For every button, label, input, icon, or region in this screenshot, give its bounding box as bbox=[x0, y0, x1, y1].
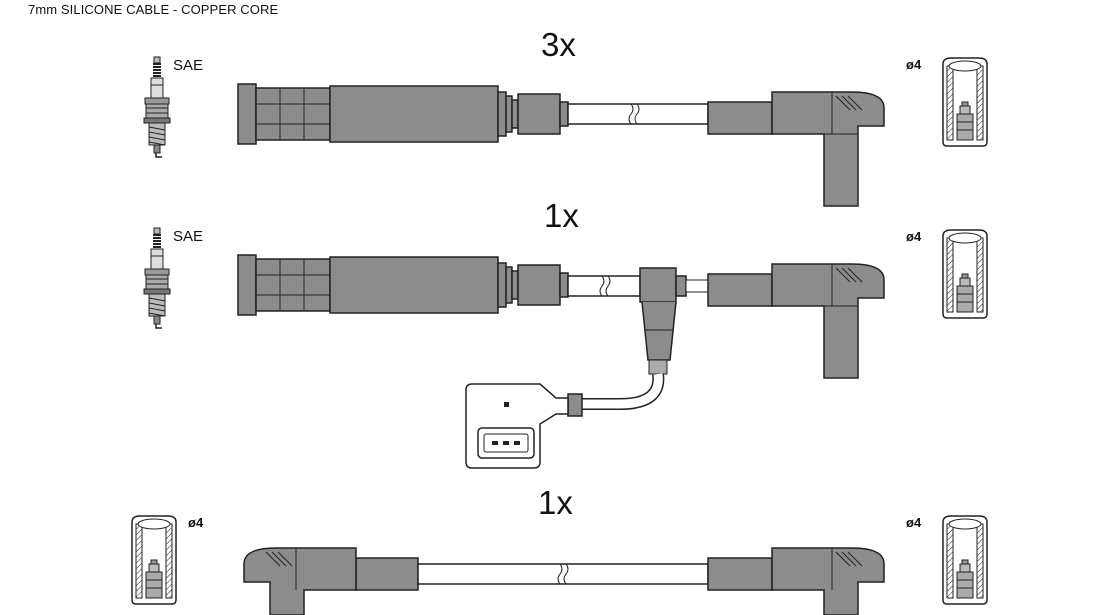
distributor-terminal-icon bbox=[942, 229, 988, 319]
cap-boot bbox=[707, 91, 885, 207]
distributor-terminal-icon bbox=[942, 515, 988, 605]
cap-boot bbox=[707, 263, 885, 379]
row3-left-cap-label: ø4 bbox=[188, 515, 204, 530]
row1-cap-label: ø4 bbox=[906, 57, 922, 72]
row1-multiplier: 3x bbox=[541, 26, 576, 63]
row2-cap-label: ø4 bbox=[906, 229, 922, 244]
cable-wire bbox=[567, 103, 709, 125]
row2-plug-label: SAE bbox=[173, 228, 204, 245]
cap-boot-right bbox=[707, 547, 885, 615]
distributor-terminal-icon bbox=[131, 515, 177, 605]
row3-multiplier: 1x bbox=[538, 484, 573, 521]
plug-boot bbox=[237, 83, 569, 145]
sensor-connector-icon bbox=[465, 383, 569, 469]
distributor-terminal-icon bbox=[942, 57, 988, 147]
sensor-junction bbox=[567, 267, 709, 417]
cap-boot-left bbox=[243, 547, 419, 615]
spark-plug-icon bbox=[143, 227, 171, 329]
plug-boot bbox=[237, 254, 569, 316]
cable-wire bbox=[417, 563, 709, 585]
spark-plug-icon bbox=[143, 56, 171, 158]
row3-cap-label: ø4 bbox=[906, 515, 922, 530]
row1-plug-label: SAE bbox=[173, 57, 204, 74]
diagram-title: 7mm SILICONE CABLE - COPPER CORE bbox=[28, 2, 279, 17]
row2-multiplier: 1x bbox=[544, 197, 579, 234]
